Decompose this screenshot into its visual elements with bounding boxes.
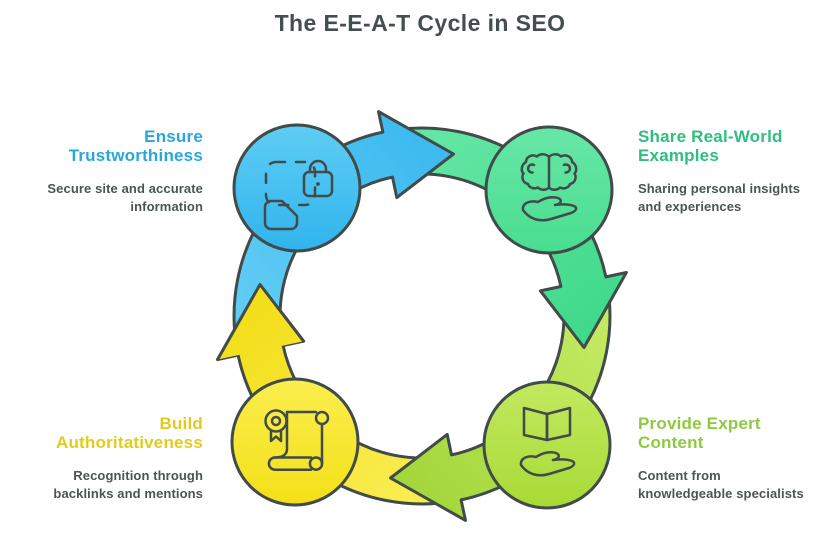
description-line: and experiences (638, 199, 742, 214)
description-line: information (130, 199, 203, 214)
brain-in-hand-icon (520, 153, 578, 222)
description-line: Secure site and accurate (47, 181, 203, 196)
cycle-arrow-bottom (389, 281, 612, 522)
book-in-hand-icon (519, 406, 576, 477)
heading-line: Provide Expert (638, 414, 761, 433)
node-label-provide-expert-content: Provide Expert Content Content from know… (638, 414, 838, 503)
page-title: The E-E-A-T Cycle in SEO (274, 10, 566, 36)
node-description: Sharing personal insights and experience… (638, 180, 838, 216)
node-label-ensure-trustworthiness: Ensure Trustworthiness Secure site and a… (3, 127, 203, 216)
cycle-arrow-left-head (216, 283, 306, 361)
cycle-arrow-top (232, 110, 455, 351)
heading-line: Share Real-World (638, 127, 783, 146)
node-label-share-real-world-examples: Share Real-World Examples Sharing person… (638, 127, 838, 216)
node-heading: Share Real-World Examples (638, 127, 838, 165)
heading-line: Examples (638, 146, 719, 165)
heading-line: Build (159, 414, 203, 433)
description-line: backlinks and mentions (53, 486, 203, 501)
heading-line: Authoritativeness (56, 433, 203, 452)
description-line: knowledgeable specialists (638, 486, 804, 501)
heading-line: Ensure (144, 127, 203, 146)
heading-line: Content (638, 433, 704, 452)
cycle-arrow-right (387, 126, 628, 349)
description-line: Content from (638, 468, 721, 483)
description-line: Sharing personal insights (638, 181, 801, 196)
node-heading: Provide Expert Content (638, 414, 838, 452)
secure-document-lock-icon (263, 159, 334, 231)
heading-line: Trustworthiness (68, 146, 203, 165)
certificate-scroll-icon (264, 409, 330, 471)
description-line: Recognition through (73, 468, 203, 483)
cycle-ring (216, 110, 628, 522)
node-circle-share-real-world-examples (484, 125, 614, 255)
node-heading: Build Authoritativeness (3, 414, 203, 452)
node-circle-provide-expert-content (482, 380, 612, 510)
node-label-build-authoritativeness: Build Authoritativeness Recognition thro… (3, 414, 203, 503)
node-circle-build-authoritativeness (230, 377, 360, 507)
node-heading: Ensure Trustworthiness (3, 127, 203, 165)
node-description: Secure site and accurate information (3, 180, 203, 216)
node-description: Content from knowledgeable specialists (638, 467, 838, 503)
node-description: Recognition through backlinks and mentio… (3, 467, 203, 503)
node-circle-ensure-trustworthiness (232, 123, 362, 253)
